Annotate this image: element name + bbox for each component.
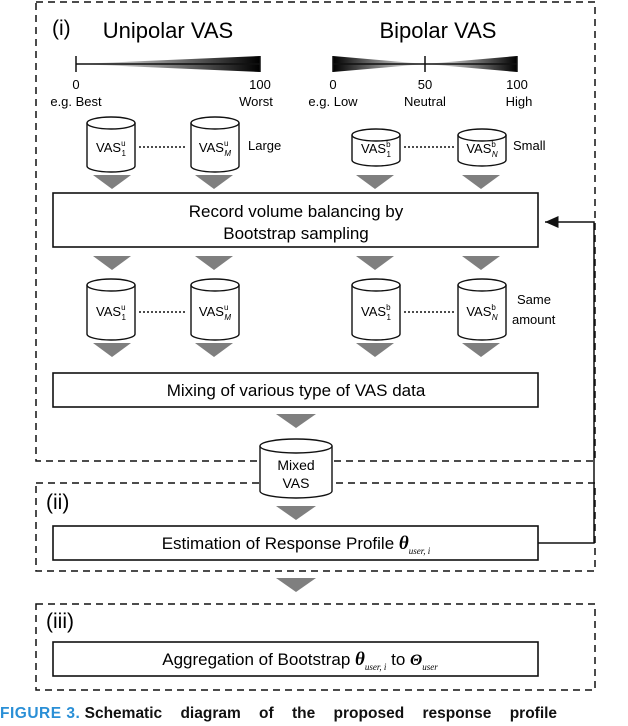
- section-iii-frame: [35, 603, 596, 691]
- figure-caption-text: Schematic diagram of the proposed respon…: [84, 705, 558, 722]
- estimation-text: Estimation of Response Profile θuser, i: [162, 533, 431, 556]
- feedback-loop-arrow: [538, 216, 595, 544]
- arrow-to-mixed: [276, 414, 316, 428]
- estimation-box: [52, 525, 539, 561]
- unipolar-scale: [75, 56, 261, 72]
- bipolar-tick-0: 0: [329, 77, 336, 92]
- section-i-label: (i): [52, 17, 71, 40]
- arrows-row-3: [93, 343, 500, 357]
- balancing-line-2: Bootstrap sampling: [223, 224, 369, 243]
- cylinder-mixed-vas: Mixed VAS: [259, 438, 333, 499]
- unipolar-label-worst: Worst: [239, 94, 273, 109]
- bipolar-label-low: e.g. Low: [308, 94, 358, 109]
- arrows-row-2: [93, 256, 500, 270]
- unipolar-tick-0: 0: [72, 77, 79, 92]
- schematic-diagram: (i) Unipolar VAS 0 100 e.g. Best Worst B…: [35, 1, 596, 691]
- same-note-line-2: amount: [512, 312, 556, 327]
- svg-text:Mixed: Mixed: [277, 457, 314, 473]
- section-ii-label: (ii): [46, 491, 69, 514]
- aggregation-box: [52, 641, 539, 677]
- same-note-line-1: Same: [517, 292, 551, 307]
- bipolar-tick-50: 50: [418, 77, 432, 92]
- bipolar-scale: [332, 56, 518, 72]
- size-note-small: Small: [513, 138, 546, 153]
- arrows-row-1: [93, 175, 500, 189]
- balancing-box: [52, 192, 539, 248]
- mixing-box: [52, 372, 539, 408]
- mixing-text: Mixing of various type of VAS data: [167, 381, 426, 400]
- bipolar-label-high: High: [506, 94, 533, 109]
- figure-number: FIGURE 3.: [0, 705, 81, 722]
- unipolar-tick-100: 100: [249, 77, 271, 92]
- section-iii-label: (iii): [46, 610, 74, 633]
- balancing-line-1: Record volume balancing by: [189, 202, 404, 221]
- bipolar-title: Bipolar VAS: [380, 18, 497, 43]
- size-note-large: Large: [248, 138, 281, 153]
- unipolar-title: Unipolar VAS: [103, 18, 233, 43]
- arrow-to-estimation: [276, 506, 316, 520]
- svg-text:VAS: VAS: [283, 475, 310, 491]
- bipolar-tick-100: 100: [506, 77, 528, 92]
- figure-caption: FIGURE 3. Schematic diagram of the propo…: [0, 702, 628, 726]
- bipolar-label-neutral: Neutral: [404, 94, 446, 109]
- arrow-to-aggregation: [276, 578, 316, 592]
- unipolar-label-best: e.g. Best: [50, 94, 102, 109]
- aggregation-text: Aggregation of Bootstrap θuser, i to Θus…: [162, 649, 438, 672]
